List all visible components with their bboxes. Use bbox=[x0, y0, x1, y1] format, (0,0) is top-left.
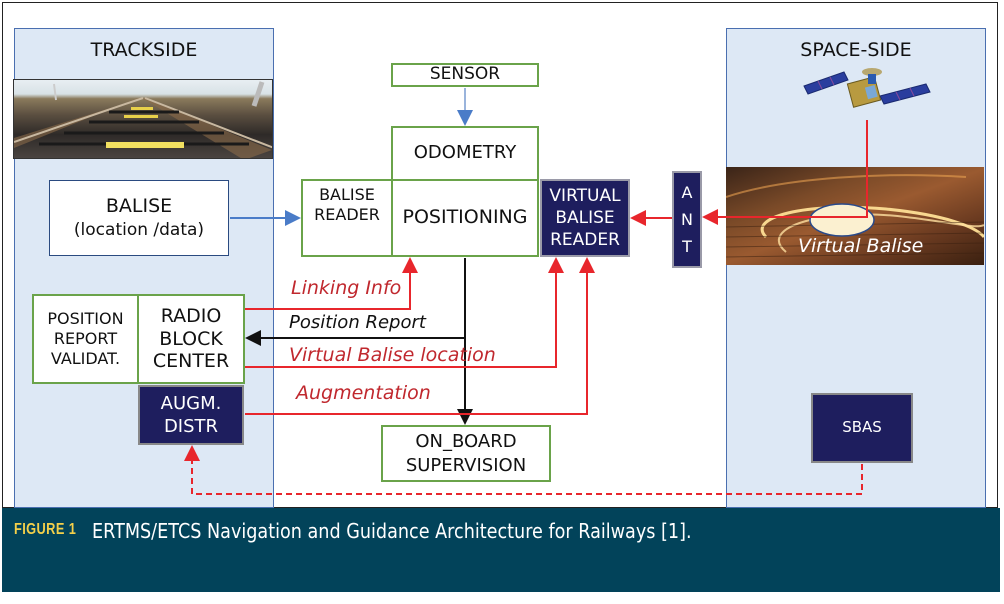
balise-reader-line1: BALISE bbox=[319, 185, 375, 204]
augm-line1: AUGM. bbox=[160, 392, 222, 414]
linking-info-label: Linking Info bbox=[291, 277, 402, 299]
balise-title: BALISE bbox=[105, 194, 173, 217]
prv-line2: REPORT bbox=[53, 329, 118, 348]
balise-box[interactable]: BALISE (location /data) bbox=[49, 180, 229, 256]
augmentation-label: Augmentation bbox=[296, 382, 431, 404]
sbas-box[interactable]: SBAS bbox=[811, 393, 913, 463]
prv-line1: POSITION bbox=[47, 309, 124, 328]
figure-label: FIGURE 1 bbox=[14, 521, 77, 538]
positioning-box[interactable]: POSITIONING bbox=[391, 179, 539, 257]
vbr-line2: BALISE bbox=[555, 207, 615, 228]
antenna-box[interactable]: A N T bbox=[672, 171, 702, 268]
balise-subtitle: (location /data) bbox=[73, 220, 205, 241]
prv-line3: VALIDAT. bbox=[50, 349, 121, 368]
augm-line2: DISTR bbox=[163, 416, 219, 437]
track-rails-icon bbox=[14, 81, 272, 158]
augmentation-distribution-box[interactable]: AUGM. DISTR bbox=[138, 385, 244, 445]
sbas-label: SBAS bbox=[842, 418, 882, 437]
odometry-box[interactable]: ODOMETRY bbox=[391, 126, 539, 181]
sensor-box[interactable]: SENSOR bbox=[391, 63, 539, 87]
rbc-line3: CENTER bbox=[152, 350, 230, 373]
balise-reader-line2: READER bbox=[314, 205, 380, 224]
figure-caption: ERTMS/ETCS Navigation and Guidance Archi… bbox=[92, 519, 692, 543]
vbr-line1: VIRTUAL bbox=[549, 185, 621, 206]
vbr-line3: READER bbox=[550, 230, 620, 251]
virtual-balise-label: Virtual Balise bbox=[798, 235, 924, 257]
ant-letter-n: N bbox=[681, 209, 693, 229]
virtual-balise-reader-box[interactable]: VIRTUAL BALISE READER bbox=[540, 179, 630, 257]
on-board-supervision-box[interactable]: ON_BOARD SUPERVISION bbox=[381, 425, 551, 482]
rbc-line1: RADIO bbox=[160, 304, 222, 327]
odometry-label: ODOMETRY bbox=[413, 142, 517, 164]
satellite-icon bbox=[803, 68, 931, 108]
positioning-label: POSITIONING bbox=[402, 206, 528, 229]
spaceside-title: SPACE-SIDE bbox=[800, 39, 912, 61]
figure-caption-bar: FIGURE 1 ERTMS/ETCS Navigation and Guida… bbox=[2, 508, 1000, 592]
ant-letter-t: T bbox=[682, 237, 692, 257]
obs-line1: ON_BOARD bbox=[415, 431, 517, 453]
ant-letter-a: A bbox=[681, 182, 693, 202]
trackside-title: TRACKSIDE bbox=[90, 39, 198, 61]
track-image bbox=[13, 79, 273, 159]
balise-reader-box[interactable]: BALISE READER bbox=[301, 179, 393, 257]
radio-block-center-box[interactable]: RADIO BLOCK CENTER bbox=[137, 294, 245, 384]
position-report-validation-box[interactable]: POSITION REPORT VALIDAT. bbox=[32, 294, 139, 384]
rbc-line2: BLOCK bbox=[159, 327, 223, 350]
obs-line2: SUPERVISION bbox=[405, 454, 527, 476]
virtual-balise-location-label: Virtual Balise location bbox=[289, 344, 496, 366]
sensor-label: SENSOR bbox=[429, 64, 501, 85]
virtual-balise-image: Virtual Balise bbox=[726, 167, 984, 265]
position-report-label: Position Report bbox=[289, 312, 426, 333]
